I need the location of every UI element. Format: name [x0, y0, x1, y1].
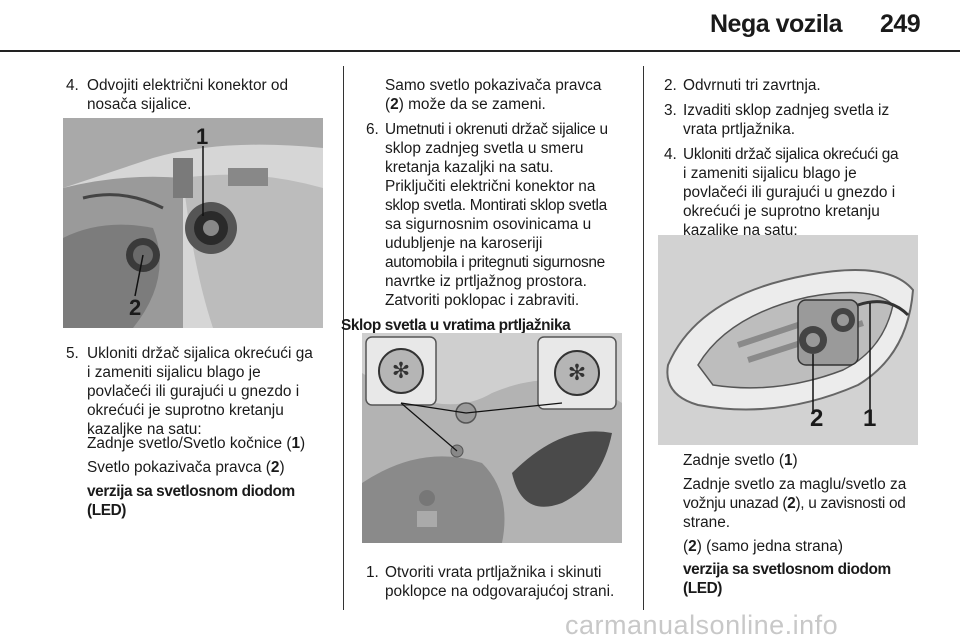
step-text: i zameniti sijalicu blago je	[683, 165, 857, 182]
figure-callout-1: 1	[863, 405, 877, 432]
svg-text:✻: ✻	[392, 359, 410, 384]
item-text: )	[279, 459, 285, 476]
item-text: )	[792, 452, 798, 469]
item-text: (	[683, 538, 689, 555]
step-text: Odvojiti električni konektor od	[87, 77, 289, 94]
step-text: povlačeći ili gurajući u gnezdo i	[87, 383, 300, 400]
page-header-title: Nega vozila	[710, 10, 843, 38]
tail-light-illustration	[63, 118, 323, 328]
paragraph-text: Samo svetlo pokazivača pravca	[385, 77, 602, 94]
step-text: povlačeći ili gurajući u gnezdo i	[683, 184, 896, 201]
item-ref-number: 2	[688, 538, 697, 555]
bulb-item-fog-reverse: strane.	[683, 514, 731, 531]
item-text: Svetlo pokazivača pravca (	[87, 459, 271, 476]
step-text: kretanja kazaljki na satu.	[385, 159, 554, 176]
item-ref-number: 1	[291, 435, 301, 452]
step-text: Ukloniti držač sijalica okrećući ga	[683, 146, 899, 163]
item-text: ) (samo jedna strana)	[696, 538, 843, 555]
step-text: i zameniti sijalicu blago je	[87, 364, 261, 381]
bulb-item-fog-reverse: Zadnje svetlo za maglu/svetlo za	[683, 476, 907, 493]
step-number: 3.	[664, 102, 677, 119]
step-number: 1.	[366, 564, 379, 581]
tailgate-cover-photo: ✻ ✻	[362, 333, 622, 543]
item-ref-number: 2	[270, 459, 280, 476]
step-text: okrećući je suprotno kretanju	[87, 402, 284, 419]
tail-light-photo-1: 1 2	[63, 118, 323, 328]
step-text: udubljenje na karoseriji	[385, 235, 543, 252]
tailgate-illustration: ✻ ✻	[362, 333, 622, 543]
item-text: ), u zavisnosti od	[795, 495, 906, 512]
step-text: Ukloniti držač sijalica okrećući ga	[87, 345, 313, 362]
led-version-heading: (LED)	[683, 580, 723, 597]
step-text: nosača sijalice.	[87, 96, 192, 113]
step-text: navrtke iz prtljažnog prostora.	[385, 273, 587, 290]
step-text: Zatvoriti poklopac i zabraviti.	[385, 292, 580, 309]
step-text: automobila i pritegnuti sigurnosne	[385, 254, 605, 271]
figure-callout-1: 1	[196, 124, 209, 149]
item-ref-number: 2	[787, 495, 796, 512]
svg-text:✻: ✻	[568, 361, 586, 386]
bulb-item-tail: Zadnje svetlo (1)	[683, 451, 798, 471]
step-number: 5.	[66, 345, 79, 362]
figure-callout-2: 2	[810, 405, 824, 432]
led-version-heading: verzija sa svetlosnom diodom	[683, 561, 891, 578]
bulb-item-indicator: Svetlo pokazivača pravca (2)	[87, 458, 285, 478]
section-heading: Sklop svetla u vratima prtljažnika	[341, 317, 571, 334]
item-text: Zadnje svetlo (	[683, 452, 784, 469]
step-text: kazaljke na satu:	[87, 421, 202, 438]
item-ref-number: 1	[783, 452, 793, 469]
item-text: vožnju unazad (	[683, 495, 788, 512]
led-version-heading: verzija sa svetlosnom diodom	[87, 483, 295, 500]
step-number: 6.	[366, 121, 379, 138]
step-text: kazaljke na satu:	[683, 222, 798, 239]
item-text: ) može da se zameni.	[398, 96, 546, 113]
watermark: carmanualsonline.info	[565, 610, 839, 640]
light-assembly-illustration	[658, 235, 918, 445]
step-text: Otvoriti vrata prtljažnika i skinuti	[385, 564, 602, 581]
item-ref-number: 2	[390, 96, 399, 113]
item-text: )	[300, 435, 306, 452]
header-rule	[0, 50, 960, 52]
item-text: Zadnje svetlo/Svetlo kočnice (	[87, 435, 292, 452]
step-text: Izvaditi sklop zadnjeg svetla iz	[683, 102, 890, 119]
step-text: okrećući je suprotno kretanju	[683, 203, 880, 220]
step-text: sa sigurnosnim osovinicama u	[385, 216, 592, 233]
step-text: Priključiti električni konektor na	[385, 178, 596, 195]
step-text: sklop zadnjeg svetla u smeru	[385, 140, 584, 157]
led-version-heading: (LED)	[87, 502, 127, 519]
column-divider-1	[343, 66, 344, 610]
step-text: Odvrnuti tri zavrtnja.	[683, 77, 821, 94]
page-number: 249	[880, 10, 921, 38]
step-text: Umetnuti i okrenuti držač sijalice u	[385, 121, 608, 138]
step-text: vrata prtljažnika.	[683, 121, 796, 138]
paragraph-text: (2) može da se zameni.	[385, 95, 546, 115]
step-text: poklopce na odgovarajućoj strani.	[385, 583, 615, 600]
bulb-item-note: (2) (samo jedna strana)	[683, 537, 843, 557]
figure-callout-2: 2	[129, 295, 142, 320]
column-divider-2	[643, 66, 644, 610]
tailgate-light-photo: 2 1	[658, 235, 918, 445]
step-number: 4.	[66, 77, 79, 94]
step-number: 4.	[664, 146, 677, 163]
step-text: sklop svetla. Montirati sklop svetla	[385, 197, 607, 214]
item-text: (	[385, 96, 391, 113]
step-number: 2.	[664, 77, 677, 94]
bulb-item-fog-reverse: vožnju unazad (2), u zavisnosti od	[683, 494, 906, 514]
bulb-item-tail-brake: Zadnje svetlo/Svetlo kočnice (1)	[87, 434, 305, 454]
